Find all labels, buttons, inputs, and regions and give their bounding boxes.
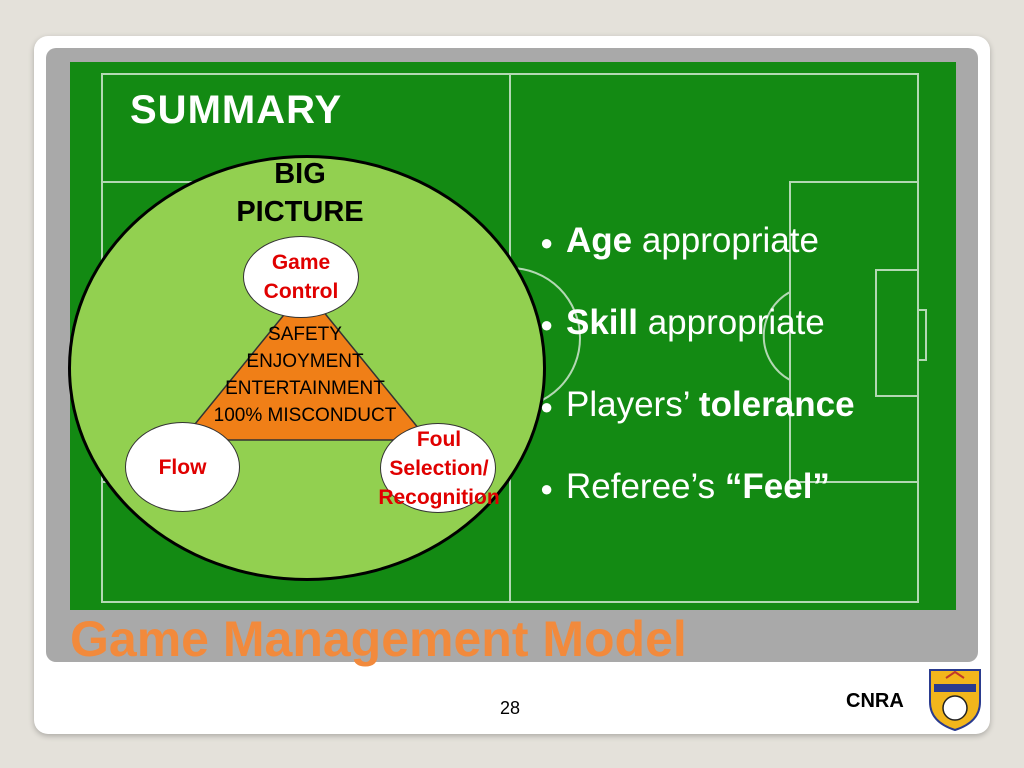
triangle-line-safety: SAFETY: [268, 324, 342, 345]
triangle-line-entertainment: ENTERTAINMENT: [225, 378, 385, 399]
game-control-line-1: Game: [271, 251, 331, 274]
bullet-bold: tolerance: [698, 385, 855, 424]
bullet-list: ● Age appropriate ● Skill appropriate ● Pla…: [540, 218, 855, 546]
bullet-dot-icon: ●: [540, 229, 554, 255]
flow-node: Flow: [125, 422, 240, 512]
bullet-text: Referee’s: [566, 467, 725, 506]
foul-line-3: Recognition: [378, 486, 500, 509]
big-picture-line-2: PICTURE: [236, 196, 364, 228]
bullet-text: appropriate: [637, 303, 825, 342]
bullet-text: Players’: [566, 385, 699, 424]
foul-line-1: Foul: [416, 428, 462, 451]
bullet-bold: Skill: [566, 303, 638, 342]
bullet-bold: “Feel”: [724, 467, 830, 506]
summary-heading: SUMMARY: [130, 88, 343, 132]
triangle-line-enjoyment: ENJOYMENT: [246, 351, 364, 372]
bullet-item: ● Referee’s “Feel”: [540, 464, 855, 546]
bullet-dot-icon: ●: [540, 311, 554, 337]
bullet-bold: Age: [566, 221, 633, 260]
bullet-text: appropriate: [632, 221, 819, 260]
core-triangle: [180, 287, 430, 441]
bullet-item: ● Skill appropriate: [540, 300, 855, 382]
bullet-dot-icon: ●: [540, 475, 554, 501]
foul-line-2: Selection/: [389, 457, 489, 480]
foul-label: Foul Selection/ Recognition: [344, 425, 534, 512]
game-control-line-2: Control: [263, 280, 339, 303]
flow-label: Flow: [158, 455, 207, 479]
foul-node: [380, 423, 496, 513]
triangle-text: SAFETY ENJOYMENT ENTERTAINMENT 100% MISC…: [180, 321, 430, 429]
big-picture-label: BIG PICTURE: [200, 155, 400, 231]
brand-label: CNRA: [846, 690, 904, 712]
big-picture-line-1: BIG: [274, 158, 326, 190]
cnra-shield-logo: [929, 669, 981, 732]
bullet-item: ● Players’ tolerance: [540, 382, 855, 464]
bullet-dot-icon: ●: [540, 393, 554, 419]
slide-title: Game Management Model: [70, 611, 687, 667]
bullet-item: ● Age appropriate: [540, 218, 855, 300]
page-number: 28: [499, 698, 521, 718]
triangle-line-misconduct: 100% MISCONDUCT: [213, 405, 397, 426]
game-control-node: Game Control: [243, 236, 359, 318]
